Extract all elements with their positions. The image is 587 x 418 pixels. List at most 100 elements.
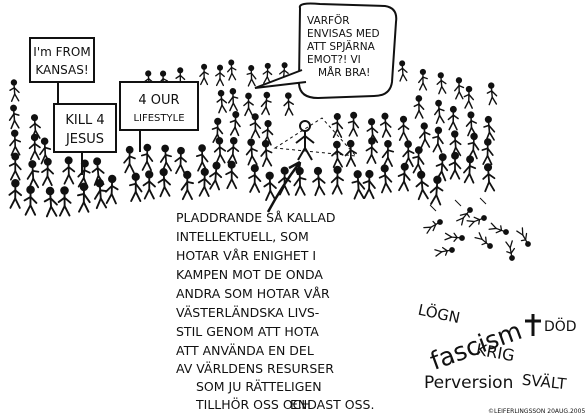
crowd xyxy=(8,59,498,218)
stick-figure xyxy=(199,63,209,86)
stick-figure xyxy=(260,139,273,168)
stick-figure xyxy=(225,160,239,190)
stick-figure xyxy=(434,246,455,257)
stick-figure xyxy=(465,111,477,137)
stick-figure xyxy=(456,207,473,226)
sign-kill-line1: KILL 4 xyxy=(65,113,104,128)
stick-figure xyxy=(486,82,498,106)
stick-figure xyxy=(215,64,225,87)
stick-figure xyxy=(413,95,425,119)
caption-line12: ENDAST OSS. xyxy=(290,397,374,412)
stick-figure xyxy=(226,59,237,81)
stick-figure xyxy=(213,137,227,164)
stick-figure xyxy=(104,174,119,205)
caption-line3: HOTAR VÅR ENIGHET I xyxy=(176,248,316,263)
stick-figure xyxy=(505,240,516,261)
stick-figure xyxy=(41,157,55,187)
stick-figure xyxy=(344,139,357,167)
stick-figure xyxy=(39,137,52,165)
stick-figure xyxy=(444,232,465,242)
sign-kansas: I'm FROM KANSAS! xyxy=(29,37,95,108)
word-dod: DÖD xyxy=(544,317,577,335)
stick-figure xyxy=(246,65,257,87)
sign-lifestyle-line1: 4 OUR xyxy=(138,93,179,108)
stick-figure xyxy=(312,166,326,197)
bubble-line4: EMOT?! VI xyxy=(307,54,361,66)
stick-figure xyxy=(447,105,459,131)
bubble-line5: MÅR BRA! xyxy=(318,66,370,79)
stick-figure xyxy=(331,113,344,139)
stick-figure xyxy=(140,143,154,172)
caption-line8: ATT ANVÄNDA EN DEL xyxy=(176,343,314,358)
sign-kill: KILL 4 JESUS xyxy=(53,103,117,175)
stick-figure xyxy=(180,170,194,201)
speech-bubble: VARFÖR ENVISAS MED ATT SPJÄRNA EMOT?! VI… xyxy=(254,2,398,100)
caption-line4: KAMPEN MOT DE ONDA xyxy=(176,267,323,282)
stick-figure xyxy=(142,170,156,200)
stick-figure xyxy=(381,140,395,168)
stick-figure xyxy=(423,219,443,234)
stick-figure xyxy=(429,175,444,206)
stick-figure xyxy=(347,111,360,137)
caption-line7: STIL GENOM ATT HOTA xyxy=(176,324,319,339)
lone-intellectual xyxy=(273,117,358,161)
stick-figure xyxy=(209,161,223,191)
stick-figure xyxy=(488,222,509,235)
stick-figure xyxy=(379,112,392,138)
stick-figure xyxy=(436,72,447,95)
signature: ©LEIFERLINGSSON 20AUG.2005 xyxy=(488,408,585,415)
word-logn: LÖGN xyxy=(416,300,462,327)
stick-figure xyxy=(91,157,105,186)
bubble-line2: ENVISAS MED xyxy=(307,28,380,40)
stick-figure xyxy=(483,115,496,142)
stick-figure xyxy=(243,92,254,117)
stick-figure xyxy=(23,185,38,216)
bubble-line3: ATT SPJÄRNA xyxy=(307,40,376,53)
stick-figure xyxy=(432,126,444,153)
stick-figure xyxy=(174,146,187,175)
stick-figure xyxy=(418,122,431,149)
stick-figure xyxy=(77,159,91,189)
stick-figure xyxy=(77,182,91,213)
bubble-line1: VARFÖR xyxy=(307,14,350,27)
stick-figure xyxy=(93,179,108,210)
stick-figure xyxy=(159,144,172,173)
stick-figure xyxy=(261,119,274,146)
stick-figure xyxy=(397,162,411,192)
stick-figure xyxy=(43,186,58,218)
stick-figure xyxy=(123,145,136,174)
stick-figure xyxy=(226,136,240,164)
stick-figure xyxy=(245,138,258,166)
stick-figure xyxy=(260,91,272,116)
stick-figure xyxy=(57,186,72,217)
pointer-arrow xyxy=(266,160,302,213)
stick-figure xyxy=(418,68,428,91)
stick-figure xyxy=(397,60,408,82)
stick-figure xyxy=(466,215,487,228)
stick-figure xyxy=(263,171,277,201)
caption-block: PLADDRANDE SÅ KALLAD INTELLEKTUELL, SOM … xyxy=(176,210,336,412)
stick-figure xyxy=(249,113,262,139)
stick-figure xyxy=(197,167,212,197)
stick-figure xyxy=(412,146,425,174)
stick-figure xyxy=(62,156,76,185)
sign-kill-line2: JESUS xyxy=(65,132,104,147)
stick-figure xyxy=(9,129,22,156)
stick-figure xyxy=(129,172,143,202)
caption-line10: SOM JU RÄTTELIGEN xyxy=(196,379,322,394)
stick-figure xyxy=(28,133,41,161)
stick-figure xyxy=(8,104,20,130)
stick-figure xyxy=(362,169,376,200)
sign-lifestyle-line2: LIFESTYLE xyxy=(133,113,184,124)
stick-figure xyxy=(397,115,410,141)
stick-figure xyxy=(248,164,262,193)
caption-line5: ANDRA SOM HOTAR VÅR xyxy=(176,286,330,301)
stick-figure xyxy=(195,144,209,172)
stick-figure xyxy=(434,99,445,124)
stick-figure xyxy=(283,92,295,116)
stick-figure xyxy=(8,152,22,181)
caption-line9: AV VÄRLDENS RESURSER xyxy=(176,361,334,376)
stick-figure xyxy=(26,160,40,189)
